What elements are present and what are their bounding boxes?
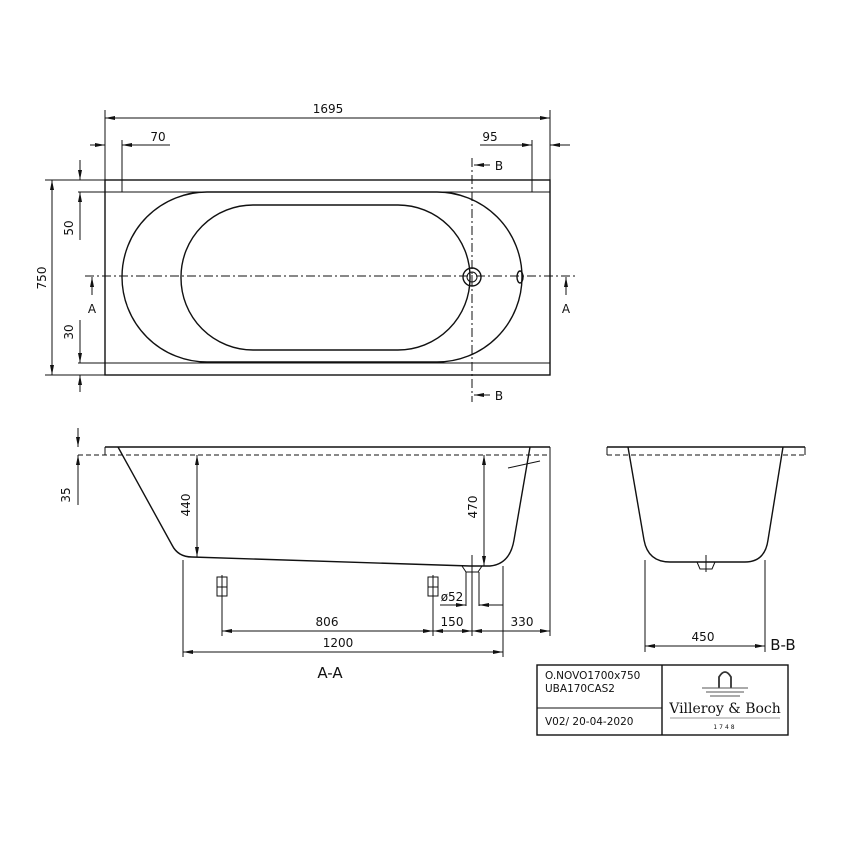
dim-drain-offset: 150 xyxy=(441,615,464,629)
dim-width: 750 xyxy=(35,267,49,290)
dim-bottom-rim: 30 xyxy=(62,324,76,339)
article-number: UBA170CAS2 xyxy=(545,683,615,695)
dim-drain-to-end: 330 xyxy=(511,615,534,629)
tub-basin-outline xyxy=(121,191,523,363)
section-a-left: A xyxy=(88,302,97,316)
dim-feet-spacing: 806 xyxy=(316,615,339,629)
tub-bottom-outline xyxy=(180,204,471,351)
title-block: O.NOVO1700x750 UBA170CAS2 V02/ 20-04-202… xyxy=(536,664,789,736)
dim-right-offset: 95 xyxy=(482,130,497,144)
dim-top-rim: 50 xyxy=(62,220,76,235)
dim-depth-left: 440 xyxy=(179,494,193,517)
dim-length: 1695 xyxy=(313,102,344,116)
tub-cross-profile xyxy=(627,446,784,563)
model-name: O.NOVO1700x750 xyxy=(545,670,640,682)
section-b-bottom: B xyxy=(495,389,503,403)
tub-profile xyxy=(117,446,531,567)
tub-outline xyxy=(104,179,551,376)
top-view: 1695 70 95 750 50 30 A A B B xyxy=(35,102,578,403)
dim-bottom-width: 450 xyxy=(692,630,715,644)
brand-logo-icon xyxy=(702,671,748,697)
brand-name: Villeroy & Boch xyxy=(668,701,781,717)
foot-icon xyxy=(427,575,439,636)
dim-bottom-length: 1200 xyxy=(323,636,354,650)
section-aa-title: A-A xyxy=(317,664,343,682)
brand-year: 1748 xyxy=(713,724,736,731)
section-b-top: B xyxy=(495,159,503,173)
dim-left-offset: 70 xyxy=(150,130,165,144)
section-bb-view: 450 B-B xyxy=(606,446,806,654)
dim-rim-height: 35 xyxy=(59,487,73,502)
dim-drain-diameter: ø52 xyxy=(441,590,464,604)
section-aa-view: 35 440 470 ø52 806 150 330 1200 xyxy=(59,428,551,682)
section-a-right: A xyxy=(562,302,571,316)
overflow-icon xyxy=(516,270,524,284)
dim-depth-right: 470 xyxy=(466,496,480,519)
version-date: V02/ 20-04-2020 xyxy=(545,716,633,728)
section-bb-title: B-B xyxy=(770,636,795,654)
foot-icon xyxy=(216,575,228,636)
